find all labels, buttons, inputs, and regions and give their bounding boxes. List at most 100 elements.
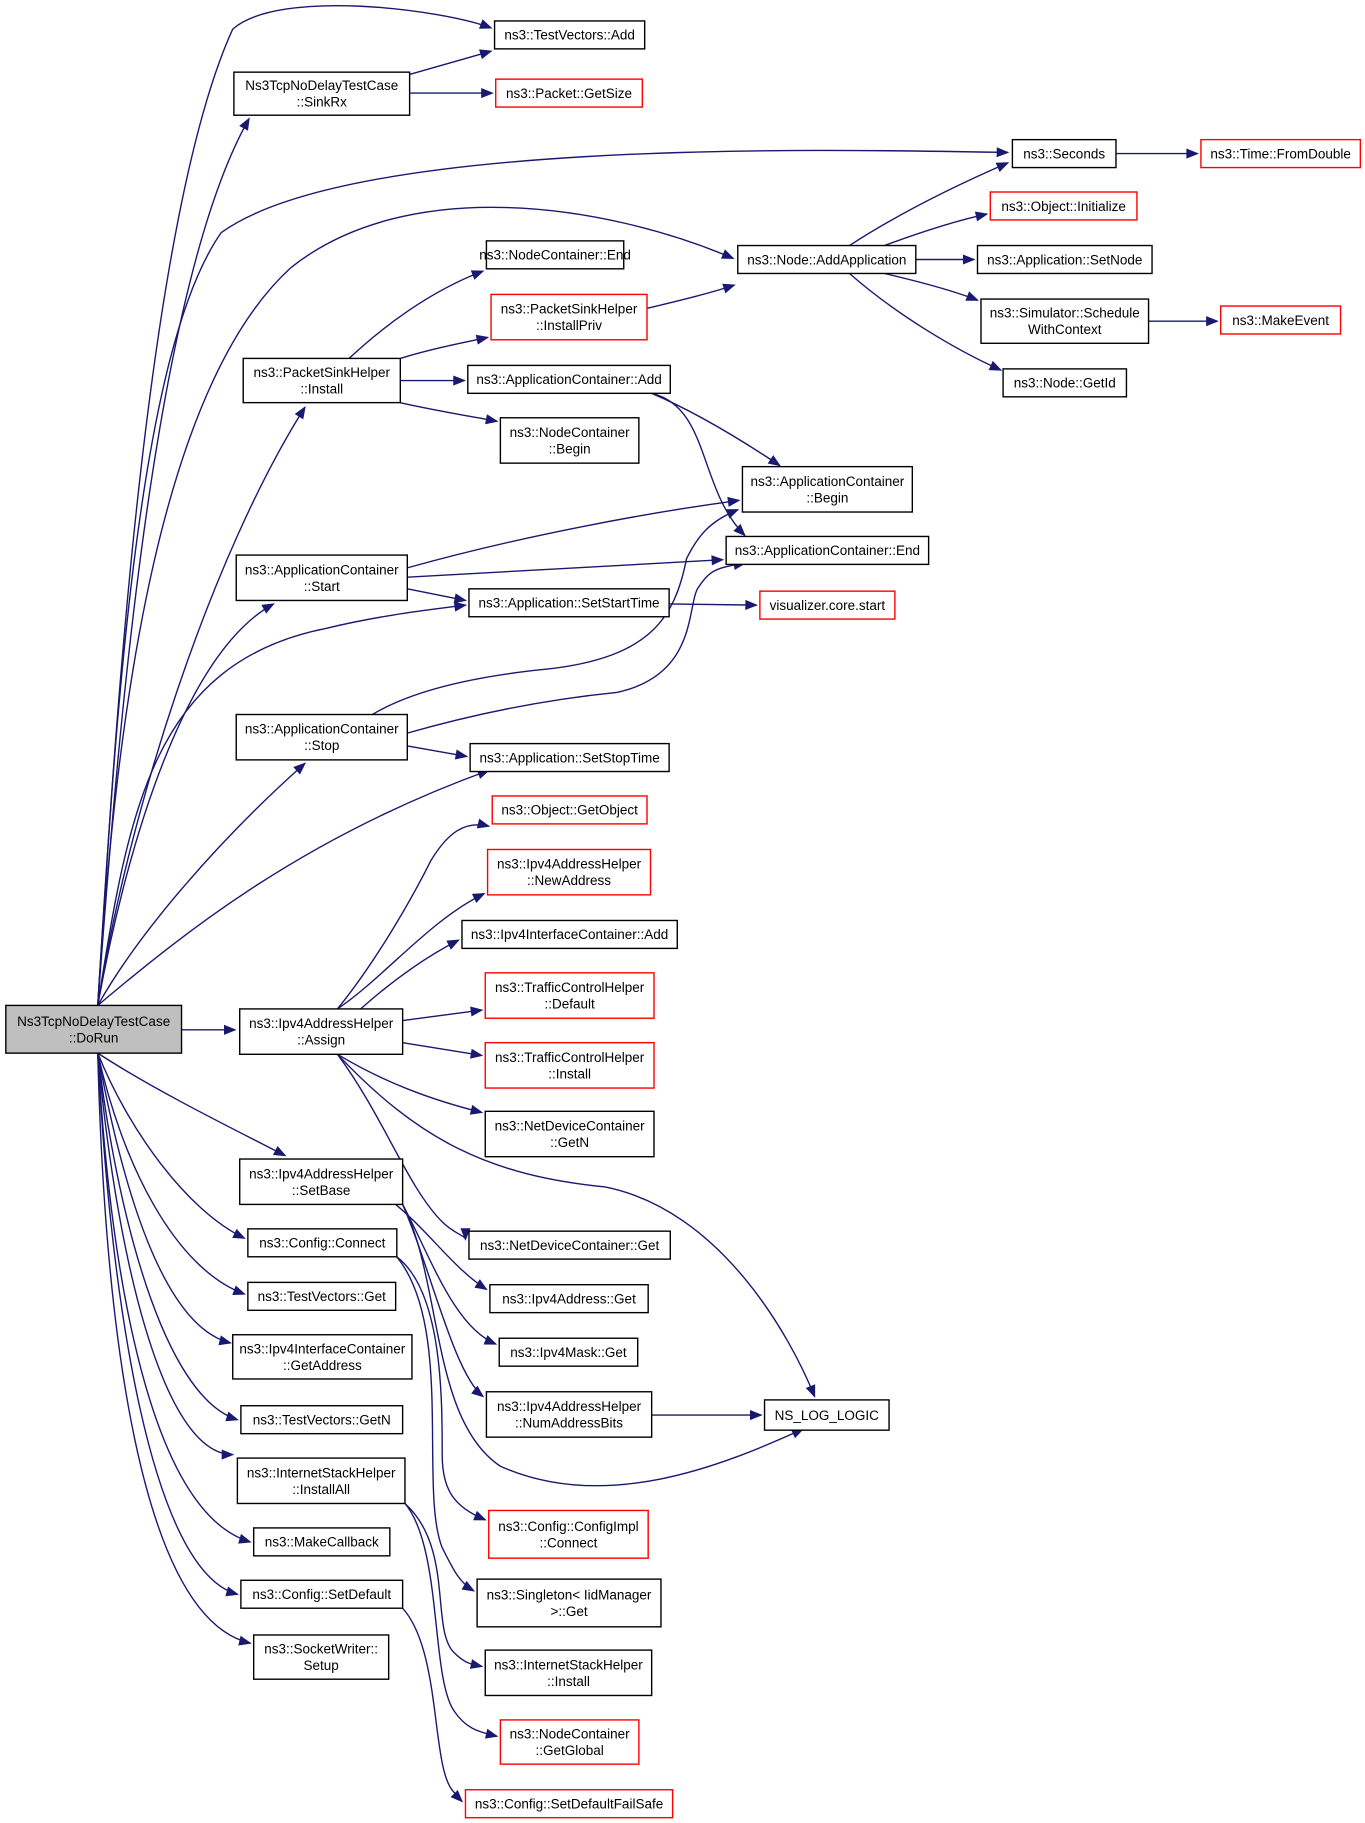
call-node-cfg_connect[interactable]: ns3::Config::Connect — [247, 1228, 398, 1258]
node-box[interactable] — [476, 1578, 662, 1628]
node-box[interactable] — [493, 20, 646, 50]
node-box[interactable] — [484, 1649, 653, 1697]
call-node-seconds[interactable]: ns3::Seconds — [1011, 138, 1117, 169]
node-box[interactable] — [1011, 138, 1117, 169]
node-box[interactable] — [247, 1281, 397, 1312]
call-node-node_getid[interactable]: ns3::Node::GetId — [1002, 368, 1128, 398]
node-box[interactable] — [468, 588, 670, 618]
node-box[interactable] — [495, 78, 644, 108]
call-node-makeevent[interactable]: ns3::MakeEvent — [1220, 305, 1342, 335]
call-node-ac_add[interactable]: ns3::ApplicationContainer::Add — [467, 364, 671, 395]
node-box[interactable] — [498, 1337, 639, 1367]
call-node-nc_begin[interactable]: ns3::NodeContainer::Begin — [499, 417, 640, 464]
node-box[interactable] — [490, 293, 648, 341]
node-box[interactable] — [1200, 138, 1362, 169]
call-node-ac_stop[interactable]: ns3::ApplicationContainer::Stop — [235, 713, 408, 761]
node-box[interactable] — [235, 713, 408, 761]
node-box[interactable] — [976, 244, 1153, 275]
call-node-cfg_setdefault[interactable]: ns3::Config::SetDefault — [240, 1579, 404, 1609]
call-node-tch_install[interactable]: ns3::TrafficControlHelper::Install — [484, 1041, 655, 1089]
call-node-nc_end[interactable]: ns3::NodeContainer::End — [479, 240, 631, 270]
node-box[interactable] — [240, 1579, 404, 1609]
call-node-time_fromdouble[interactable]: ns3::Time::FromDouble — [1200, 138, 1362, 169]
node-box[interactable] — [235, 554, 408, 602]
call-node-ish_install[interactable]: ns3::InternetStackHelper::Install — [484, 1649, 653, 1697]
node-box[interactable] — [989, 191, 1138, 221]
node-box[interactable] — [468, 1230, 671, 1260]
call-node-ns_log_logic[interactable]: NS_LOG_LOGIC — [763, 1399, 890, 1431]
node-box[interactable] — [980, 298, 1150, 344]
node-box[interactable] — [763, 1399, 890, 1431]
call-node-ndc_getn[interactable]: ns3::NetDeviceContainer::GetN — [484, 1110, 655, 1158]
call-node-ndc_get[interactable]: ns3::NetDeviceContainer::Get — [468, 1230, 671, 1260]
node-box[interactable] — [737, 244, 917, 275]
call-node-iah_newaddress[interactable]: ns3::Ipv4AddressHelper::NewAddress — [486, 848, 652, 896]
call-node-ipv4mask_get[interactable]: ns3::Ipv4Mask::Get — [498, 1337, 639, 1367]
node-box[interactable] — [5, 1004, 183, 1054]
call-node-iic_getaddress[interactable]: ns3::Ipv4InterfaceContainer::GetAddress — [232, 1334, 413, 1380]
call-node-iah_assign[interactable]: ns3::Ipv4AddressHelper::Assign — [239, 1008, 404, 1055]
call-node-cfg_setdefaultfailsafe[interactable]: ns3::Config::SetDefaultFailSafe — [464, 1789, 674, 1819]
node-box[interactable] — [461, 919, 678, 950]
node-box[interactable] — [485, 240, 625, 270]
call-node-viz_start[interactable]: visualizer.core.start — [759, 590, 896, 620]
node-box[interactable] — [484, 972, 655, 1019]
call-node-ac_start[interactable]: ns3::ApplicationContainer::Start — [235, 554, 408, 602]
call-node-iic_add[interactable]: ns3::Ipv4InterfaceContainer::Add — [461, 919, 678, 950]
call-node-tch_default[interactable]: ns3::TrafficControlHelper::Default — [484, 972, 655, 1019]
node-box[interactable] — [486, 848, 652, 896]
node-box[interactable] — [247, 1228, 398, 1258]
node-box[interactable] — [252, 1634, 390, 1680]
node-box[interactable] — [232, 1334, 413, 1380]
call-node-iah_numbits[interactable]: ns3::Ipv4AddressHelper::NumAddressBits — [485, 1391, 653, 1438]
call-node-obj_initialize[interactable]: ns3::Object::Initialize — [989, 191, 1138, 221]
node-box[interactable] — [467, 364, 671, 395]
node-box[interactable] — [236, 1457, 406, 1505]
call-node-makecallback[interactable]: ns3::MakeCallback — [252, 1527, 391, 1557]
call-node-psh_install[interactable]: ns3::PacketSinkHelper::Install — [242, 357, 402, 404]
call-node-ac_end[interactable]: ns3::ApplicationContainer::End — [725, 535, 930, 566]
call-node-app_setstart[interactable]: ns3::Application::SetStartTime — [468, 588, 670, 618]
node-box[interactable] — [1002, 368, 1128, 398]
call-node-cfgimpl_connect[interactable]: ns3::Config::ConfigImpl::Connect — [488, 1509, 649, 1559]
call-node-sinkrx[interactable]: Ns3TcpNoDelayTestCase::SinkRx — [233, 71, 411, 116]
call-node-tv_add[interactable]: ns3::TestVectors::Add — [493, 20, 646, 50]
call-node-app_setstop[interactable]: ns3::Application::SetStopTime — [469, 742, 670, 773]
call-node-obj_getobject[interactable]: ns3::Object::GetObject — [491, 795, 648, 825]
call-node-tv_getn[interactable]: ns3::TestVectors::GetN — [240, 1405, 404, 1435]
node-box[interactable] — [488, 1509, 649, 1559]
node-box[interactable] — [252, 1527, 391, 1557]
call-node-app_setnode[interactable]: ns3::Application::SetNode — [976, 244, 1153, 275]
call-node-singleton_get[interactable]: ns3::Singleton< IidManager >::Get — [476, 1578, 662, 1628]
call-node-ac_begin[interactable]: ns3::ApplicationContainer::Begin — [741, 465, 914, 513]
node-box[interactable] — [489, 1284, 649, 1314]
node-box[interactable] — [485, 1391, 653, 1438]
node-box[interactable] — [759, 590, 896, 620]
node-box[interactable] — [239, 1158, 404, 1206]
call-node-dorun[interactable]: Ns3TcpNoDelayTestCase::DoRun — [5, 1004, 183, 1054]
node-box[interactable] — [239, 1008, 404, 1055]
node-box[interactable] — [240, 1405, 404, 1435]
node-box[interactable] — [464, 1789, 674, 1819]
node-box[interactable] — [741, 465, 914, 513]
node-box[interactable] — [233, 71, 411, 116]
node-box[interactable] — [484, 1110, 655, 1158]
node-box[interactable] — [1220, 305, 1342, 335]
call-node-node_addapp[interactable]: ns3::Node::AddApplication — [737, 244, 917, 275]
call-node-ish_installall[interactable]: ns3::InternetStackHelper::InstallAll — [236, 1457, 406, 1505]
call-node-tv_get[interactable]: ns3::TestVectors::Get — [247, 1281, 397, 1312]
node-box[interactable] — [725, 535, 930, 566]
node-box[interactable] — [469, 742, 670, 773]
node-box[interactable] — [491, 795, 648, 825]
node-box[interactable] — [484, 1041, 655, 1089]
call-node-pkt_getsize[interactable]: ns3::Packet::GetSize — [495, 78, 644, 108]
call-node-socketwriter_setup[interactable]: ns3::SocketWriter::Setup — [252, 1634, 390, 1680]
call-node-iah_setbase[interactable]: ns3::Ipv4AddressHelper::SetBase — [239, 1158, 404, 1206]
node-box[interactable] — [499, 1719, 640, 1765]
call-node-nc_getglobal[interactable]: ns3::NodeContainer::GetGlobal — [499, 1719, 640, 1765]
call-node-ipv4addr_get[interactable]: ns3::Ipv4Address::Get — [489, 1284, 649, 1314]
node-box[interactable] — [242, 357, 402, 404]
node-box[interactable] — [499, 417, 640, 464]
call-node-psh_installpriv[interactable]: ns3::PacketSinkHelper::InstallPriv — [490, 293, 648, 341]
